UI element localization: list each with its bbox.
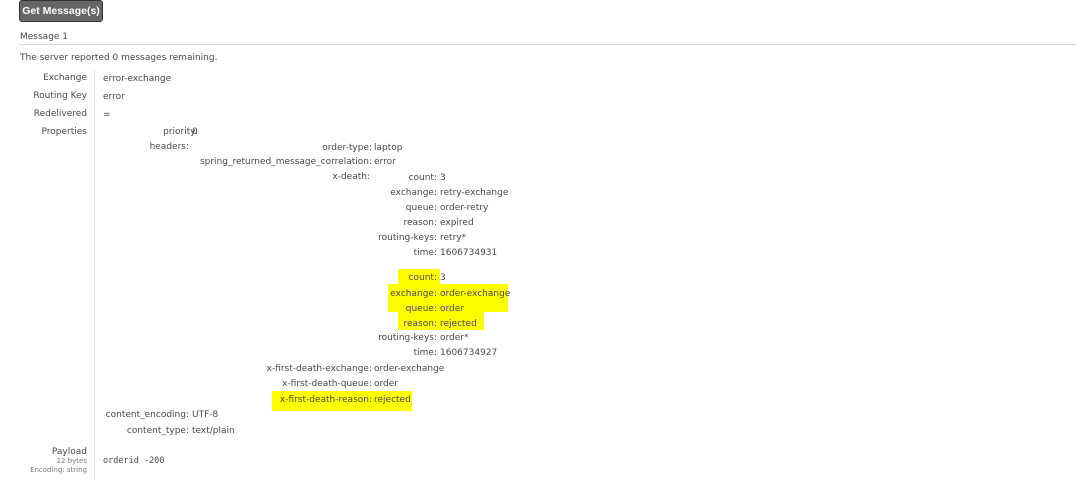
highlight-mark — [388, 284, 508, 312]
death1-queue-key: queue: — [405, 203, 437, 213]
content-encoding-key: content_encoding: — [105, 410, 189, 420]
message-title: Message 1 — [20, 32, 69, 42]
death1-queue-value: order-retry — [440, 203, 489, 213]
highlight-mark — [398, 269, 440, 284]
death1-reason-value: expired — [440, 218, 474, 228]
death1-count-value: 3 — [440, 173, 446, 183]
payload-value: orderid -200 — [103, 456, 165, 466]
content-type-value: text/plain — [192, 426, 235, 436]
death2-routing-keys-key: routing-keys: — [378, 333, 437, 343]
first-death-queue-key: x-first-death-queue: — [282, 379, 372, 389]
death1-time-value: 1606734931 — [440, 248, 498, 258]
order-type-key: order-type: — [322, 143, 372, 153]
first-death-reason-value: rejected — [374, 395, 411, 405]
divider — [19, 44, 1076, 45]
death2-exchange-value: order-exchange — [440, 289, 511, 299]
payload-encoding: Encoding: string — [30, 466, 87, 474]
payload-label: Payload — [51, 447, 87, 457]
death2-count-key: count: — [408, 273, 437, 283]
first-death-reason-key: x-first-death-reason: — [279, 395, 372, 405]
routing-key-label: Routing Key — [33, 91, 87, 101]
payload-size: 12 bytes — [56, 457, 87, 465]
death2-exchange-key: exchange: — [390, 289, 437, 299]
death1-routing-keys-value: retry* — [440, 233, 467, 243]
death2-reason-value: rejected — [440, 319, 477, 329]
death2-routing-keys-value: order* — [440, 333, 469, 343]
death2-count-value: 3 — [440, 273, 446, 283]
highlight-mark — [272, 391, 412, 411]
death2-queue-value: order — [440, 304, 464, 314]
correlation-key: spring_returned_message_correlation: — [199, 157, 372, 167]
first-death-queue-value: order — [374, 379, 398, 389]
death1-reason-key: reason: — [403, 218, 438, 228]
headers-key: headers: — [149, 142, 189, 152]
correlation-value: error — [374, 157, 396, 167]
death2-time-value: 1606734927 — [440, 348, 498, 358]
priority-value: 0 — [192, 127, 198, 137]
death2-reason-key: reason: — [403, 319, 438, 329]
redelivered-label: Redelivered — [33, 109, 87, 119]
x-death-key: x-death: — [332, 172, 370, 182]
first-death-exchange-value: order-exchange — [374, 364, 445, 374]
exchange-label: Exchange — [43, 73, 87, 83]
death1-count-key: count: — [408, 173, 437, 183]
content-type-key: content_type: — [126, 426, 189, 436]
order-type-value: laptop — [374, 143, 403, 153]
properties-label: Properties — [41, 127, 87, 137]
column-divider — [94, 70, 95, 480]
first-death-exchange-key: x-first-death-exchange: — [266, 364, 372, 374]
death1-exchange-key: exchange: — [390, 188, 437, 198]
summary-text: The server reported 0 messages remaining… — [20, 53, 218, 63]
priority-key: priority: — [163, 127, 198, 137]
content-encoding-value: UTF-8 — [192, 410, 219, 420]
death1-time-key: time: — [413, 248, 437, 258]
death2-time-key: time: — [413, 348, 437, 358]
highlight-mark — [398, 312, 484, 330]
death1-routing-keys-key: routing-keys: — [378, 233, 437, 243]
get-messages-button[interactable]: Get Message(s) — [19, 0, 103, 22]
exchange-value: error-exchange — [103, 74, 172, 84]
death1-exchange-value: retry-exchange — [440, 188, 509, 198]
routing-key-value: error — [103, 92, 125, 102]
death2-queue-key: queue: — [405, 304, 437, 314]
redelivered-value: = — [103, 110, 111, 120]
